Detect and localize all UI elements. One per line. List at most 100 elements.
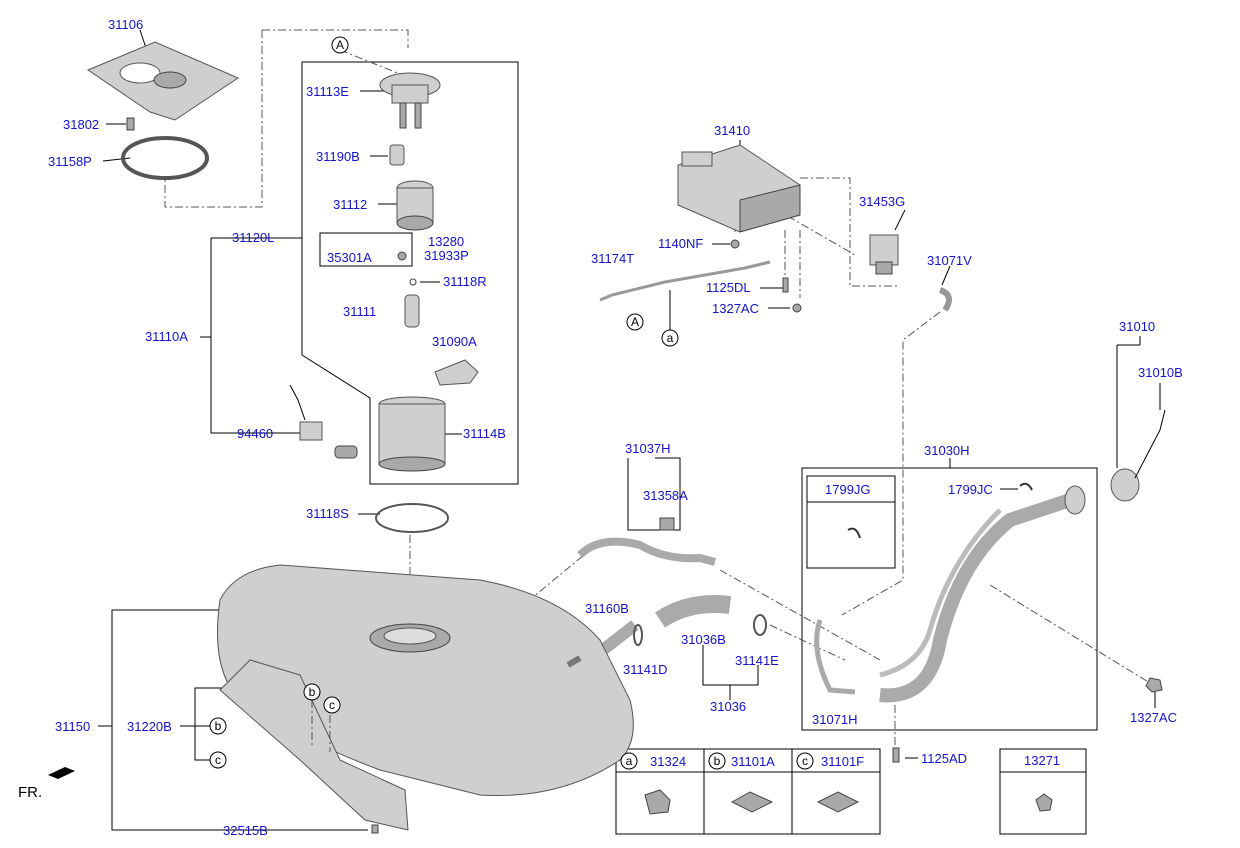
label-1140NF: 1140NF [658, 236, 703, 251]
bracket-31110A [210, 237, 302, 434]
label-1327AC-top: 1327AC [712, 301, 759, 316]
clip-1799JG [847, 527, 861, 539]
label-31150: 31150 [55, 719, 90, 734]
marker-A-tube-label: A [631, 315, 639, 329]
small-parts-table [615, 748, 881, 835]
marker-A-top-label: A [336, 38, 344, 52]
bolt-1125DL [782, 277, 789, 293]
front-arrow-icon [48, 767, 75, 779]
strainer-31090A [434, 359, 479, 386]
hose-31036B [655, 595, 732, 628]
clip-1799JC [1019, 482, 1033, 491]
box-13271 [999, 748, 1087, 835]
marker-a-table-label: a [626, 754, 633, 768]
label-31118R: 31118R [443, 274, 487, 289]
label-31071H: 31071H [812, 712, 858, 727]
clip-31324 [644, 789, 671, 815]
clamp-31141E [753, 614, 767, 636]
marker-c-left [209, 751, 227, 769]
oring-31118R [409, 278, 417, 286]
label-31071V: 31071V [927, 253, 972, 268]
label-31410: 31410 [714, 123, 750, 138]
marker-b-shield-label: b [309, 685, 316, 699]
label-31106: 31106 [108, 17, 143, 32]
label-31158P: 31158P [48, 154, 92, 169]
label-31453G: 31453G [859, 194, 905, 209]
label-1799JC: 1799JC [948, 482, 993, 497]
canister-31410 [677, 144, 801, 233]
nut-1140NF [730, 239, 740, 249]
filler-neck-31030H [814, 485, 1086, 703]
sender-94460 [289, 384, 358, 459]
label-1327AC-right: 1327AC [1130, 710, 1177, 725]
label-31101F: 31101F [821, 754, 864, 769]
label-31010: 31010 [1119, 319, 1155, 334]
label-13280: 13280 [428, 234, 464, 249]
label-31010B: 31010B [1138, 365, 1183, 380]
label-31036B: 31036B [681, 632, 726, 647]
label-1125DL: 1125DL [706, 280, 751, 295]
label-31190B: 31190B [316, 149, 360, 164]
pad-31101F [816, 791, 860, 813]
front-label: FR. [18, 784, 42, 801]
marker-b-table-label: b [714, 754, 721, 768]
pump-module-frame [301, 61, 519, 485]
label-31113E: 31113E [306, 84, 349, 99]
label-31802: 31802 [63, 117, 99, 132]
marker-a-table [620, 752, 638, 770]
label-1125AD: 1125AD [921, 751, 967, 766]
pump-flange [379, 72, 441, 129]
box-1799JG [806, 475, 896, 569]
oring-35301A [397, 251, 407, 261]
bolt-32515B [371, 824, 379, 834]
ring-31158P [121, 136, 209, 180]
marker-c-table [796, 752, 814, 770]
label-1799JG: 1799JG [825, 482, 871, 497]
label-31141D: 31141D [623, 662, 668, 677]
marker-a [661, 329, 679, 347]
marker-b-table [708, 752, 726, 770]
valve-31453G [869, 234, 899, 275]
label-31037H: 31037H [625, 441, 671, 456]
bolt-31802 [126, 117, 135, 131]
label-31160B: 31160B [585, 601, 629, 616]
label-31111: 31111 [343, 304, 376, 319]
label-31220B: 31220B [127, 719, 172, 734]
nut-1327AC-right [1145, 677, 1163, 693]
nut-13271 [1035, 793, 1053, 812]
bracket-31150 [111, 609, 368, 831]
label-13271: 13271 [1024, 753, 1060, 768]
marker-b-shield [303, 683, 321, 701]
gasket-31118S [375, 503, 449, 533]
label-35301A: 35301A [327, 250, 372, 265]
label-31110A: 31110A [145, 329, 188, 344]
valve-31190B [389, 144, 405, 166]
label-31090A: 31090A [432, 334, 477, 349]
label-31358A: 31358A [643, 488, 688, 503]
label-31118S: 31118S [306, 506, 349, 521]
marker-c-table-label: c [802, 754, 808, 768]
reservoir-31114B [378, 396, 446, 472]
label-31174T: 31174T [591, 251, 634, 266]
hose-31071V [938, 287, 952, 312]
label-32515B: 32515B [223, 823, 268, 838]
label-31036: 31036 [710, 699, 746, 714]
label-31933P: 31933P [424, 248, 469, 263]
label-31114B: 31114B [463, 426, 506, 441]
nut-1327AC [792, 303, 802, 313]
bolt-1125AD [892, 747, 900, 763]
marker-c-shield-label: c [329, 698, 335, 712]
marker-A-top [331, 36, 349, 54]
hose-31037H [577, 537, 717, 566]
label-31112: 31112 [333, 197, 367, 212]
marker-b-left-label: b [215, 719, 222, 733]
heat-shield-31220B [219, 659, 409, 831]
tube-31174T [599, 260, 771, 302]
clamp-31141D [633, 624, 643, 646]
label-31324: 31324 [650, 754, 686, 769]
label-31101A: 31101A [731, 754, 775, 769]
clip-31358A [659, 517, 675, 531]
box-13280 [319, 232, 413, 267]
